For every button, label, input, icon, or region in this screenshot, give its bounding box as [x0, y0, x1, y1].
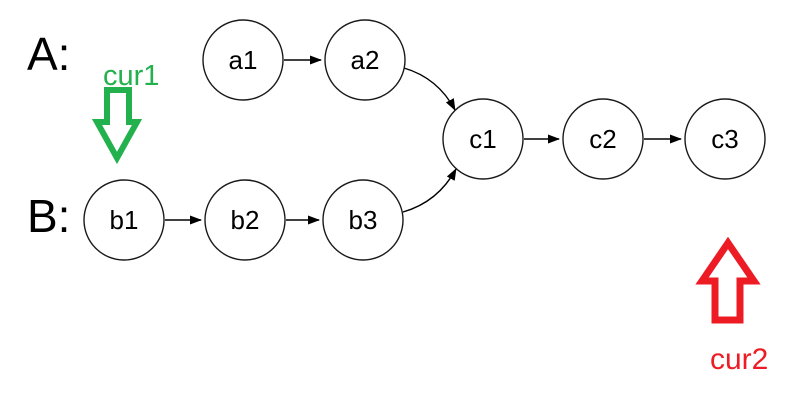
- cur2-up-arrow-icon: [695, 236, 761, 324]
- node-a2-label: a2: [351, 45, 380, 75]
- node-b1-circle: [83, 179, 165, 261]
- node-c3-circle: [684, 98, 766, 180]
- cur2-pointer-label: cur2: [710, 343, 768, 376]
- node-c1: c1: [442, 98, 524, 180]
- edge-a2-c1: [403, 67, 456, 111]
- cur1-down-arrow-icon: [91, 87, 143, 165]
- node-b2: b2: [204, 179, 286, 261]
- cur1-pointer: cur1: [91, 60, 159, 165]
- node-a2-circle: [324, 19, 406, 101]
- cur1-pointer-label: cur1: [103, 60, 159, 92]
- node-b2-circle: [204, 179, 286, 261]
- list-b-label: B:: [27, 190, 70, 242]
- node-c1-circle: [442, 98, 524, 180]
- node-a1: a1: [202, 19, 284, 101]
- node-a2: a2: [324, 19, 406, 101]
- node-c2-circle: [562, 98, 644, 180]
- edge-b3-c1: [402, 168, 457, 213]
- node-b1-label: b1: [110, 205, 139, 235]
- node-a1-label: a1: [229, 45, 258, 75]
- node-b3-label: b3: [349, 205, 378, 235]
- node-c2: c2: [562, 98, 644, 180]
- node-c3: c3: [684, 98, 766, 180]
- node-c1-label: c1: [469, 124, 496, 154]
- node-b3: b3: [322, 179, 404, 261]
- node-b2-label: b2: [231, 205, 260, 235]
- node-c2-label: c2: [589, 124, 616, 154]
- node-c3-label: c3: [711, 124, 738, 154]
- list-a-label: A:: [27, 28, 70, 80]
- node-a1-circle: [202, 19, 284, 101]
- cur2-pointer: cur2: [695, 236, 768, 376]
- node-b1: b1: [83, 179, 165, 261]
- node-b3-circle: [322, 179, 404, 261]
